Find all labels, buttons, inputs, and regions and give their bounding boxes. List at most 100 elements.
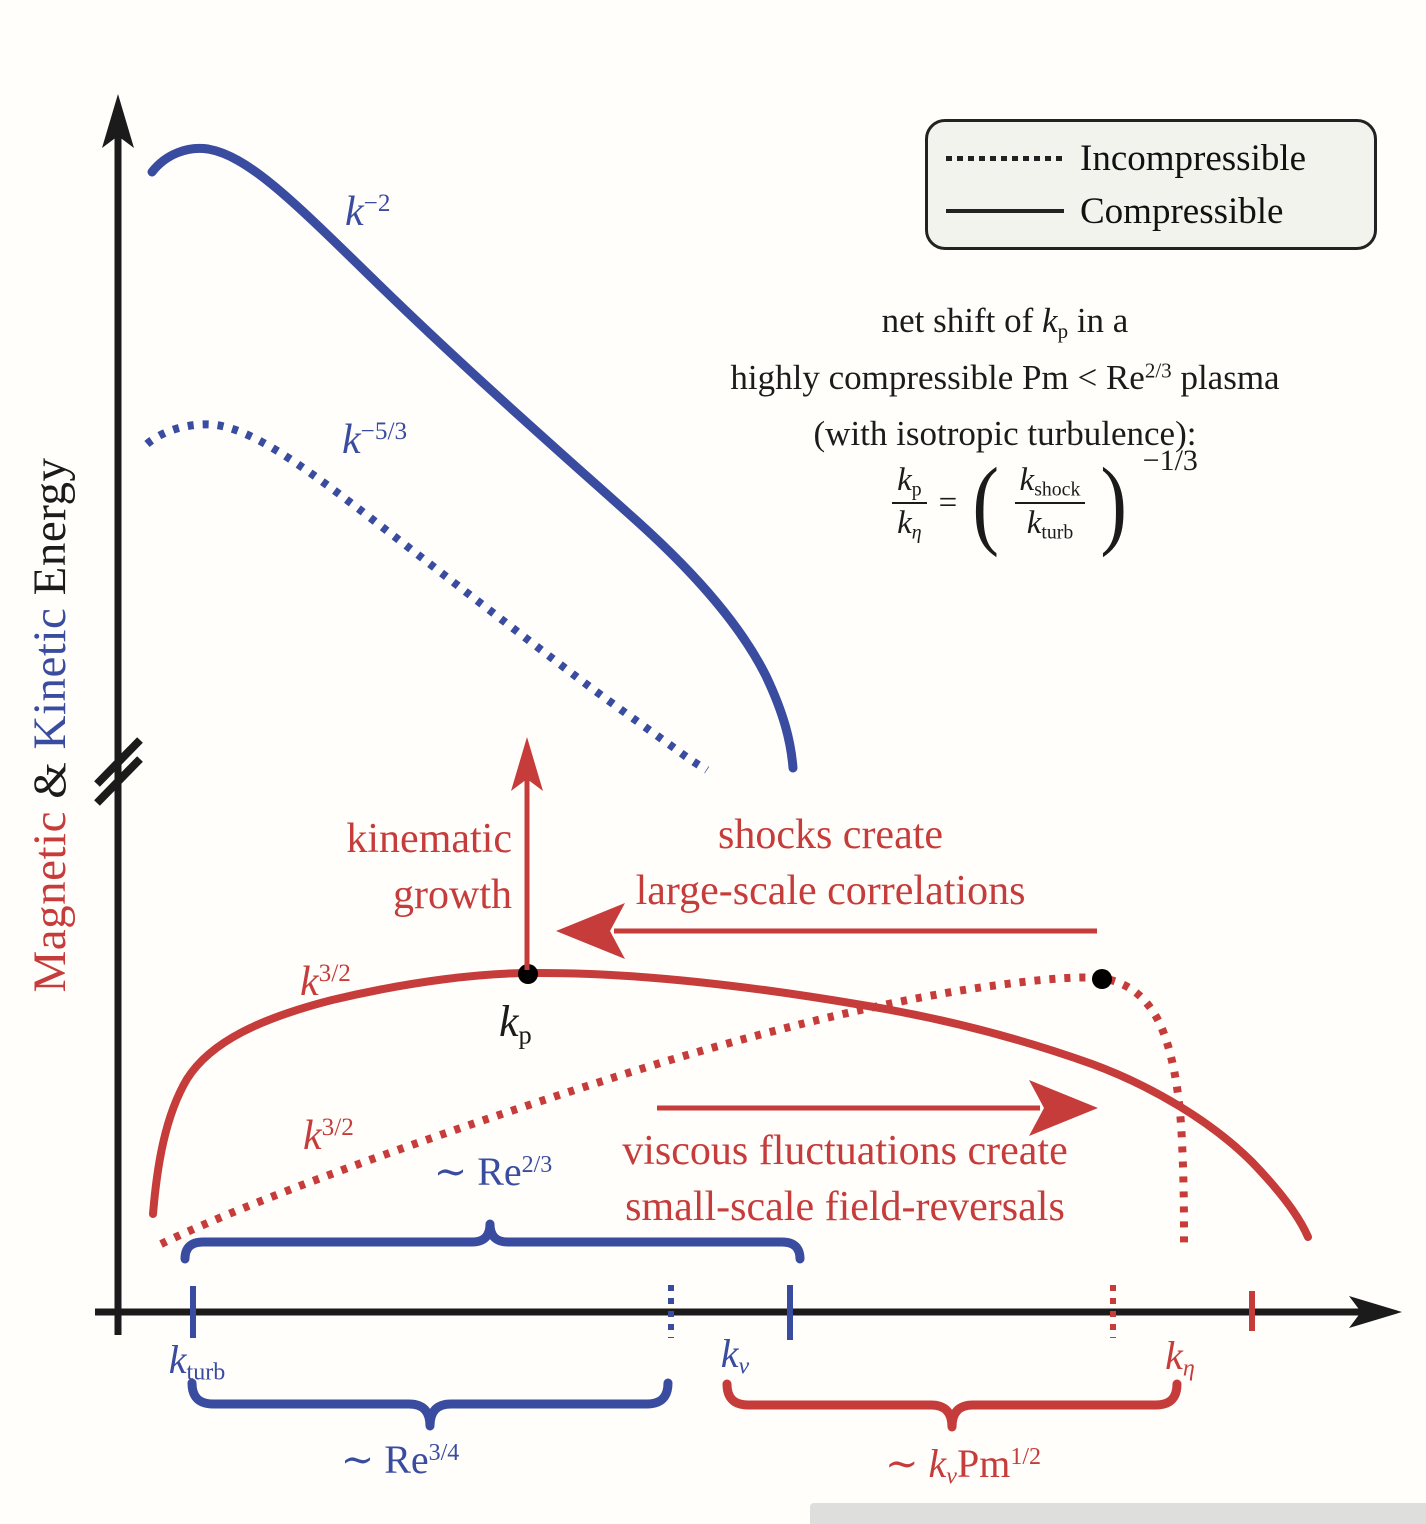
y-axis-label-kinetic: Kinetic [24, 607, 76, 750]
note-text: (with isotropic turbulence): [813, 414, 1197, 454]
legend-label: Compressible [1080, 190, 1284, 232]
dotted-line-sample-icon [946, 155, 1064, 161]
note-kp-base: k [1042, 301, 1058, 340]
label-sub: p [518, 1019, 532, 1050]
formula-rhs-den: kturb [1022, 504, 1079, 544]
x-axis-arrowhead-icon [1349, 1296, 1402, 1328]
label-sup: 1/2 [1010, 1443, 1041, 1470]
label-sup: −2 [363, 190, 391, 218]
label-base: k [342, 417, 361, 463]
label-base: k [1165, 1333, 1183, 1378]
kshock-sub: shock [1034, 478, 1081, 501]
curve-kinetic-compressible [147, 143, 798, 773]
label-k-minus-2: k−2 [345, 188, 390, 236]
annotation-line: growth [393, 871, 512, 918]
label-text: ∼ Re [340, 1437, 429, 1482]
legend-label: Incompressible [1080, 137, 1307, 179]
curve-magnetic-compressible [149, 968, 1312, 1241]
tick-label-knu: kν [693, 1330, 777, 1381]
label-kp-peak: kp [499, 996, 532, 1050]
peak-dot-compressible [518, 964, 538, 984]
note-block: net shift of kp in a highly compressible… [585, 293, 1425, 463]
label-sup: 2/3 [521, 1151, 553, 1178]
y-axis-label-magnetic: Magnetic [24, 811, 76, 993]
y-axis-label: Magnetic & Kinetic Energy [23, 340, 87, 1110]
brace-label-knupm: ∼ kνPm1/2 [832, 1440, 1094, 1491]
y-axis-label-energy: Energy [24, 457, 76, 608]
label-k-32-dotted: k3/2 [303, 1112, 354, 1160]
legend-box: Incompressible Compressible [925, 119, 1377, 250]
annotation-viscous: viscous fluctuations create small-scale … [545, 1124, 1145, 1236]
label-base: k [720, 1331, 739, 1376]
label-text: ∼ Re [433, 1149, 522, 1194]
kp-base: k [897, 462, 912, 498]
annotation-line: kinematic [346, 816, 512, 862]
label-base: k [168, 1337, 187, 1382]
formula-exponent: −1/3 [1142, 444, 1198, 478]
label-k-32-solid: k3/2 [300, 958, 351, 1006]
label-sub: ν [738, 1353, 750, 1380]
brace-top-re23 [180, 1219, 805, 1264]
peak-dot-incompressible [1092, 969, 1112, 989]
note-line-2: highly compressible Pm < Re2/3 plasma [585, 350, 1425, 407]
axis-break-slash-1 [94, 737, 143, 787]
axis-break-slash-2 [94, 756, 143, 806]
note-line-1: net shift of kp in a [585, 293, 1425, 350]
note-re-exp: 2/3 [1144, 358, 1172, 383]
formula-lhs-fraction: kp kη [892, 462, 927, 545]
legend-item-incompressible: Incompressible [946, 137, 1356, 180]
kinematic-growth-arrowhead-icon [511, 737, 543, 791]
label-sup: 3/4 [428, 1439, 460, 1466]
label-sup: 3/2 [318, 960, 351, 988]
note-text: highly compressible Pm < Re [730, 357, 1145, 397]
kturb-sub: turb [1041, 521, 1074, 544]
keta-sub: η [911, 521, 922, 544]
shocks-arrowhead-icon [556, 903, 625, 959]
tick-label-keta: kη [1138, 1332, 1222, 1383]
brace-bottom-re34 [187, 1378, 673, 1431]
curve-magnetic-incompressible [159, 973, 1188, 1248]
label-k-minus-53: k−5/3 [342, 416, 407, 464]
annotation-line: small-scale field-reversals [625, 1183, 1065, 1230]
note-text: in a [1068, 301, 1129, 340]
label-sub: turb [186, 1359, 226, 1386]
label-ksub: ν [946, 1463, 957, 1490]
note-line-3: (with isotropic turbulence): [585, 406, 1425, 463]
kturb-base: k [1026, 505, 1042, 542]
label-k: k [928, 1441, 947, 1486]
label-base: k [345, 189, 364, 235]
legend-item-compressible: Compressible [946, 190, 1356, 233]
formula-lhs-num: kp [892, 462, 927, 505]
kp-sub: p [911, 478, 922, 501]
brace-label-re34: ∼ Re3/4 [300, 1436, 500, 1483]
bottom-edge-artifact [810, 1503, 1426, 1524]
label-text: ∼ [885, 1441, 929, 1486]
solid-line-sample-icon [946, 209, 1064, 213]
label-base: k [300, 959, 319, 1005]
kshock-base: k [1019, 462, 1035, 498]
label-sup: 3/2 [321, 1114, 354, 1142]
note-text: plasma [1171, 357, 1280, 397]
viscous-arrowhead-icon [1029, 1080, 1098, 1136]
equals-sign: = [938, 484, 958, 521]
brace-label-re23: ∼ Re2/3 [393, 1148, 593, 1195]
label-base: k [303, 1113, 322, 1159]
label-pm: Pm [956, 1441, 1011, 1486]
brace-bottom-knupm [722, 1379, 1182, 1432]
annotation-shocks: shocks create large-scale correlations [578, 808, 1083, 920]
label-sup: −5/3 [360, 418, 408, 446]
annotation-line: large-scale correlations [635, 867, 1026, 914]
formula-rhs-fraction: kshock kturb [1014, 462, 1086, 545]
formula-rhs-num: kshock [1014, 462, 1086, 505]
formula: kp kη = ( kshock kturb ) −1/3 [585, 444, 1426, 553]
label-sub: η [1182, 1355, 1195, 1382]
keta-base: k [897, 505, 912, 542]
y-axis-arrowhead-icon [102, 94, 134, 148]
y-axis-label-amp: & [24, 749, 76, 812]
note-text: net shift of [881, 301, 1043, 340]
formula-lhs-den: kη [892, 504, 926, 544]
tick-label-kturb: kturb [132, 1336, 262, 1387]
annotation-line: viscous fluctuations create [622, 1128, 1068, 1174]
